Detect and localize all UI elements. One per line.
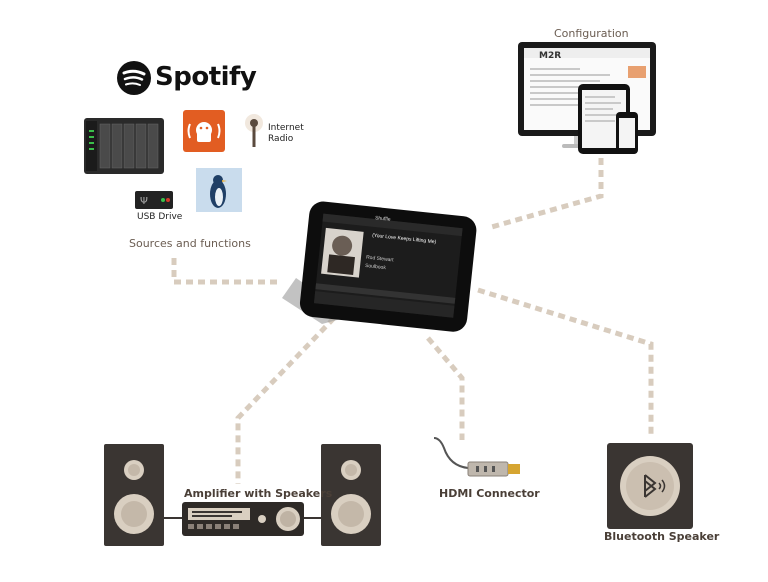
amplifier-icon [164, 502, 322, 536]
configuration-label: Configuration [554, 27, 629, 40]
usb-drive-label: USB Drive [137, 212, 183, 222]
bluetooth-speaker-label: Bluetooth Speaker [604, 530, 720, 543]
link-hdmi [426, 336, 465, 440]
hdmi-connector-icon [433, 437, 520, 477]
internet-radio-label-2: Radio [268, 134, 294, 144]
website-logo: M2R [539, 51, 562, 61]
link-configuration [487, 158, 604, 231]
svg-text:Ψ: Ψ [140, 196, 148, 207]
bluetooth-speaker-icon [607, 443, 693, 529]
android-app-icon [183, 110, 225, 152]
amplifier-label: Amplifier with Speakers [184, 487, 333, 500]
sources-label: Sources and functions [129, 237, 251, 250]
penguin-app-icon [196, 168, 242, 212]
link-bluetooth [477, 287, 654, 438]
internet-radio-icon [245, 114, 263, 147]
usb-drive-icon: Ψ [135, 191, 173, 209]
touchscreen-player [282, 201, 477, 332]
hdmi-label: HDMI Connector [439, 487, 540, 500]
left-speaker-icon [104, 444, 164, 546]
right-speaker-icon [321, 444, 381, 546]
nas-drive-icon [84, 118, 164, 174]
spotify-logo-text: Spotify [155, 62, 257, 92]
configuration-devices [518, 42, 656, 154]
link-sources [171, 258, 278, 285]
internet-radio-label-1: Internet [268, 123, 304, 133]
spotify-icon [117, 61, 151, 95]
link-amplifier [235, 316, 336, 484]
